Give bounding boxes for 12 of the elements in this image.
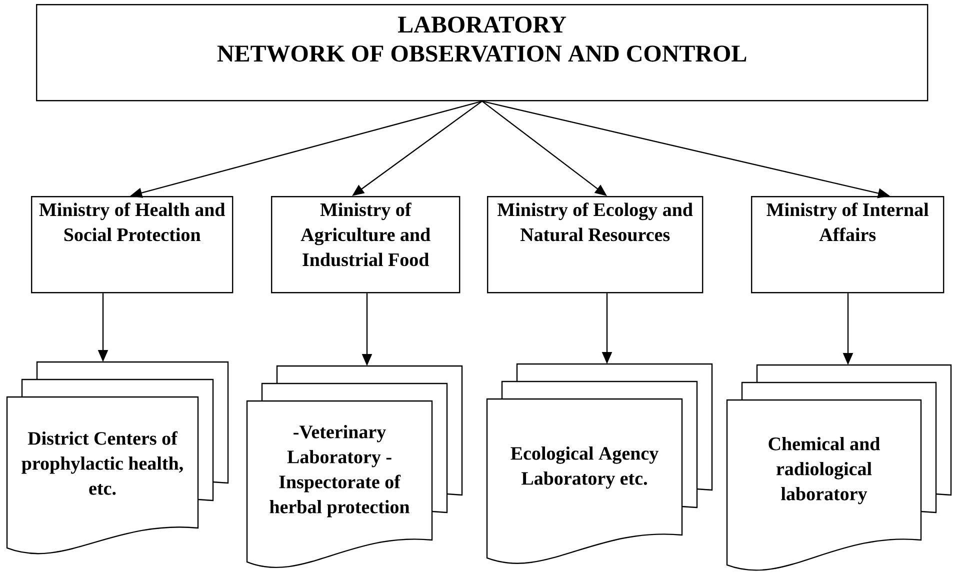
ministry-box: Ministry of Health and Social Protection bbox=[31, 196, 234, 294]
title-box: LABORATORY NETWORK OF OBSERVATION AND CONTROL bbox=[36, 4, 928, 102]
ministry-box: Ministry of Agriculture and Industrial Food bbox=[271, 196, 460, 294]
node-label: Chemical and radiological laboratory bbox=[768, 436, 880, 504]
document-stack: -Veterinary Laboratory - Inspectorate of herbal protection bbox=[246, 365, 463, 568]
document-stack: Chemical and radiological laboratory bbox=[726, 364, 952, 571]
document-stack: Ecological Agency Laboratory etc. bbox=[486, 363, 713, 564]
ministry-box: Ministry of Internal Affairs bbox=[751, 196, 944, 294]
ministry-box: Ministry of Ecology and Natural Resources bbox=[487, 196, 704, 294]
document-stack: District Centers of prophylactic health, etc. bbox=[6, 361, 229, 554]
node-label: -Veterinary Laboratory - Inspectorate of herbal protection bbox=[270, 424, 410, 518]
node-label: Ecological Agency Laboratory etc. bbox=[510, 446, 658, 489]
